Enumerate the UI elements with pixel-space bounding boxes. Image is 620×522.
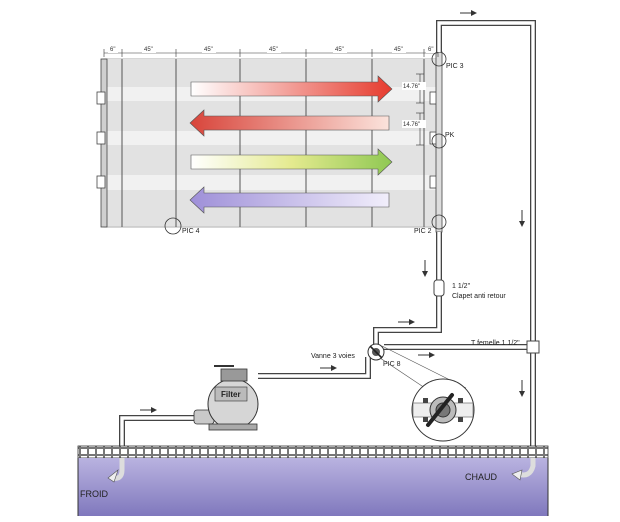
hot-return-arrow — [511, 469, 523, 481]
dim-panel-5: 45" — [394, 47, 403, 53]
flow-arrows — [189, 75, 393, 214]
valve-detail-zoom — [379, 345, 475, 442]
dim-row-bottom: 14.76" — [403, 122, 420, 128]
dim-panel-3: 45" — [269, 47, 278, 53]
flow-arrow-left-warm — [189, 109, 390, 137]
dim-panel-2: 45" — [204, 47, 213, 53]
pic2-label: PIC 2 — [414, 228, 432, 235]
pic2-marker — [431, 214, 447, 230]
pic3-label: PIC 3 — [446, 63, 464, 70]
dim-panel-1: 45" — [144, 47, 153, 53]
pool-coping — [77, 445, 549, 459]
three-way-valve — [367, 343, 385, 361]
filter-base — [208, 423, 258, 431]
tee-label: T femelle 1 1/2" — [471, 340, 520, 347]
filter-label: Filter — [221, 390, 241, 399]
dim-margin-left: 6" — [110, 47, 115, 53]
sand-filter: Filter — [193, 365, 259, 431]
pic4-marker — [164, 217, 182, 235]
hot-label: CHAUD — [465, 472, 498, 482]
dimension-line: 6" 45" 45" 45" 45" 45" 6" — [103, 46, 439, 57]
filter-label-plate — [214, 386, 248, 402]
multiport-valve — [220, 368, 248, 382]
pic8-label: PIC 8 — [383, 361, 401, 368]
tee-fitting — [526, 340, 540, 354]
pic4-label: PIC 4 — [182, 228, 200, 235]
three-way-valve-label: Vanne 3 voies — [311, 353, 355, 360]
solar-panel-array: 6" 45" 45" 45" 45" 45" 6" 14.76" 14.76 — [96, 46, 464, 235]
rail-clamps — [96, 91, 439, 189]
pk-label: PK — [445, 132, 455, 139]
pool: FROID CHAUD — [77, 445, 549, 516]
panel-header-pipe — [435, 51, 443, 233]
dim-margin-right: 6" — [428, 47, 433, 53]
dim-row-top: 14.76" — [403, 84, 420, 90]
cold-intake-arrow — [107, 469, 119, 483]
piping — [119, 10, 540, 458]
pk-marker — [431, 133, 447, 149]
row-height-dimensions: 14.76" 14.76" — [402, 73, 426, 146]
pipe-size-label: 1 1/2" — [452, 283, 471, 290]
flow-arrow-right-mild — [190, 148, 393, 176]
check-valve — [433, 279, 445, 297]
cold-label: FROID — [80, 489, 108, 499]
filter-tank — [207, 378, 259, 430]
check-valve-label: Clapet anti retour — [452, 293, 506, 300]
flow-arrow-left-cool — [189, 186, 390, 214]
pool-water — [78, 458, 548, 516]
dim-panel-4: 45" — [335, 47, 344, 53]
flow-arrow-right-hot — [190, 75, 393, 103]
